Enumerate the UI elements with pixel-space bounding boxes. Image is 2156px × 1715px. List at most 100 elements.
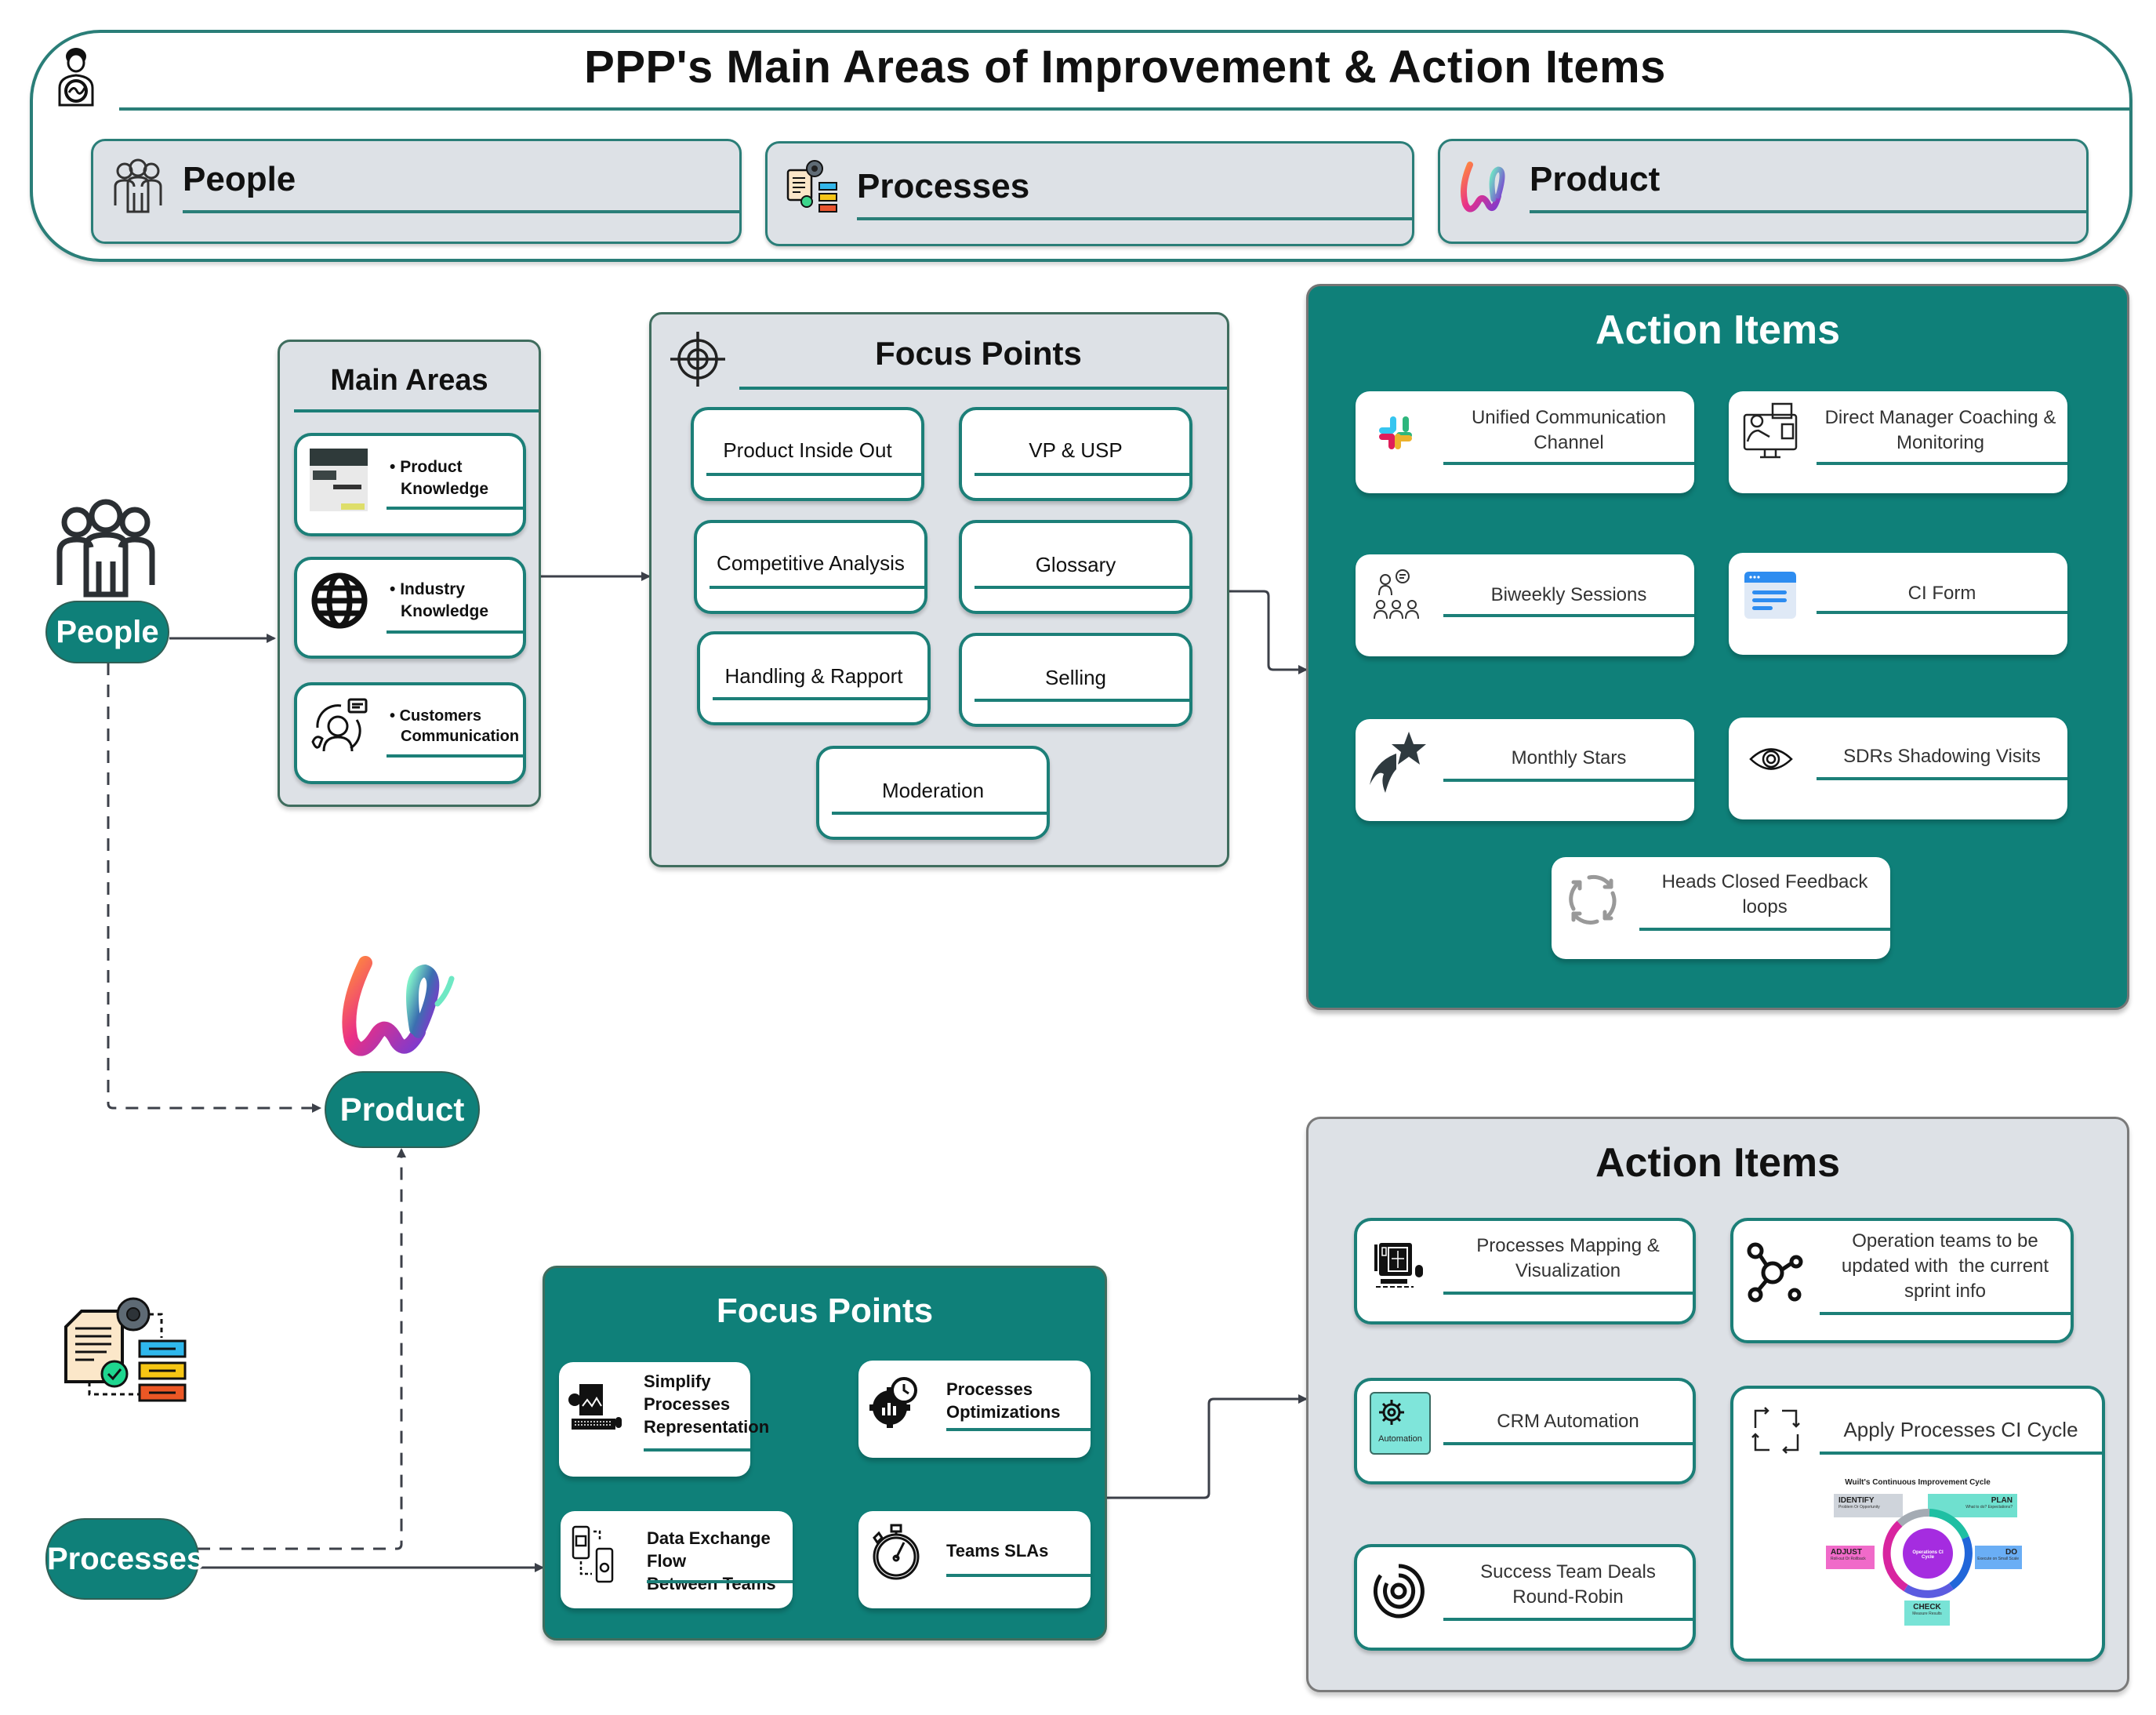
ci-stage-desc: Roll-out Or Rollback [1831,1557,1866,1561]
card-divider [647,1580,793,1583]
slack-icon [1379,416,1412,449]
action-item-label-line: Apply Processes CI Cycle [1843,1418,2078,1441]
main-area-customers-communication[interactable]: • Customers Communication [294,682,526,784]
action-item-label-line1: Heads Closed Feedback [1661,871,1868,892]
focus-point-label-line: Representation [644,1417,770,1437]
ci-stage-check: CHECK Measure Results [1904,1601,1950,1626]
card-divider [1443,779,1694,782]
category-product[interactable]: Product [1438,139,2089,244]
action-item-apply-ci-cycle[interactable]: Apply Processes CI Cycle Wuilt's Continu… [1730,1386,2105,1662]
category-processes[interactable]: Processes [765,141,1414,246]
ci-stage-name: IDENTIFY [1838,1496,1875,1505]
action-item-sdrs-shadowing[interactable]: SDRs Shadowing Visits [1729,718,2067,819]
card-divider [1443,1292,1693,1295]
connector-processes-to-product-dashed [198,1148,406,1550]
form-icon [1744,572,1796,619]
focus-point-label: Moderation [881,779,985,802]
category-people[interactable]: People [91,139,742,244]
card-divider [946,1428,1091,1431]
focus-point-teams-slas[interactable]: Teams SLAs [858,1511,1091,1608]
focus-point-label-line: Teams SLAs [946,1541,1049,1561]
category-divider [857,217,1412,220]
action-items-title: Action Items [1595,1140,1841,1186]
action-item-processes-mapping[interactable]: Processes Mapping & Visualization [1354,1218,1696,1324]
action-item-monthly-stars[interactable]: Monthly Stars [1356,719,1694,821]
action-item-label-line1: Unified Communication [1471,407,1667,428]
ci-ring [1882,1508,1973,1598]
action-item-unified-communication[interactable]: Unified Communication Channel [1356,391,1694,493]
focus-point-competitive-analysis[interactable]: Competitive Analysis [694,520,927,614]
action-item-label-line: updated with the current [1841,1255,2049,1277]
focus-point-label-line: Processes [946,1379,1033,1399]
action-item-label-line: Processes Mapping & [1476,1235,1660,1256]
main-area-product-knowledge[interactable]: • Product Knowledge [294,433,526,536]
ci-stage-adjust: ADJUST Roll-out Or Rollback [1826,1546,1875,1569]
action-item-ci-form[interactable]: CI Form [1729,553,2067,655]
card-divider [1820,1312,2071,1315]
focus-point-simplify-processes[interactable]: Simplify Processes Representation [559,1362,769,1477]
product-logo-icon [1461,162,1505,213]
card-divider [1443,1442,1693,1445]
bullet: • [390,458,396,476]
ci-stage-do: DO Execute on Small Scale [1975,1546,2022,1569]
main-area-industry-knowledge[interactable]: • Industry Knowledge [294,557,526,659]
product-node[interactable]: Product [325,1071,480,1148]
action-item-biweekly-sessions[interactable]: Biweekly Sessions [1356,554,1694,656]
people-node[interactable]: People [45,601,169,663]
ci-stage-name: ADJUST [1831,1548,1863,1557]
focus-point-label: Product Inside Out [723,438,892,462]
focus-point-glossary[interactable]: Glossary [959,520,1192,614]
focus-point-data-exchange-flow[interactable]: Data Exchange Flow Between Teams [561,1511,793,1608]
online-coaching-icon [1743,402,1798,459]
focus-point-handling-rapport[interactable]: Handling & Rapport [697,631,931,725]
action-item-crm-automation[interactable]: Automation CRM Automation [1354,1378,1696,1484]
action-item-label: Monthly Stars [1511,747,1627,768]
focus-point-moderation[interactable]: Moderation [816,746,1050,840]
focus-point-label-line: Between Teams [647,1574,776,1593]
focus-point-label: Handling & Rapport [724,664,903,688]
action-item-success-team-round-robin[interactable]: Success Team Deals Round-Robin [1354,1544,1696,1651]
focus-point-label-line: Processes [644,1394,731,1414]
ci-stage-desc: Execute on Small Scale [1977,1557,2019,1561]
card-divider [1817,611,2067,614]
action-item-direct-manager-coaching[interactable]: Direct Manager Coaching & Monitoring [1729,391,2067,493]
focus-points-title: Focus Points [875,335,1082,372]
card-divider [975,699,1189,702]
focus-point-label-line: Optimizations [946,1402,1061,1422]
processes-node[interactable]: Processes [45,1518,204,1600]
phone-exchange-icon [572,1525,614,1583]
card-divider [1639,928,1890,931]
focus-point-label: Glossary [1035,553,1116,576]
category-divider [1530,210,2086,213]
people-focus-points-panel: Focus Points Product Inside Out VP & USP… [649,312,1229,867]
card-divider [832,812,1047,815]
card-divider [706,473,921,476]
ci-stage-name: PLAN [1991,1496,2013,1505]
card-divider [1443,614,1694,617]
focus-point-vp-usp[interactable]: VP & USP [959,407,1192,501]
main-area-label-line1: Industry [400,580,466,598]
processes-action-items-panel: Action Items Processes Mapping & Visuali… [1306,1117,2129,1692]
action-item-heads-feedback-loops[interactable]: Heads Closed Feedback loops [1552,857,1890,959]
card-divider [1817,777,2067,780]
automation-gear-icon: Automation [1370,1392,1431,1455]
focus-point-processes-optimizations[interactable]: Processes Optimizations [858,1361,1091,1458]
process-flow-icon [786,160,837,213]
action-item-label-line2: Channel [1534,432,1604,453]
card-divider [644,1448,750,1452]
action-item-operation-teams-updated[interactable]: Operation teams to be updated with the c… [1730,1218,2074,1343]
focus-point-label-line: Simplify [644,1372,711,1391]
focus-point-product-inside-out[interactable]: Product Inside Out [691,407,924,501]
card-divider [387,754,523,758]
card-divider [975,473,1189,476]
processes-focus-points-panel: Focus Points Simplify Processes Represen… [543,1266,1107,1641]
connector-focus-to-action-items-top [1229,590,1308,674]
focus-points-divider [739,387,1227,390]
ci-stage-identify: IDENTIFY Problem Or Opportunity [1834,1494,1903,1517]
main-areas-panel: Main Areas • Product Knowledge • Industr… [278,340,541,807]
globe-icon [311,572,368,629]
automation-icon-label: Automation [1378,1434,1422,1444]
focus-point-selling[interactable]: Selling [959,633,1192,727]
cycle-arrows-icon [1751,1407,1800,1454]
target-icon [670,332,725,387]
